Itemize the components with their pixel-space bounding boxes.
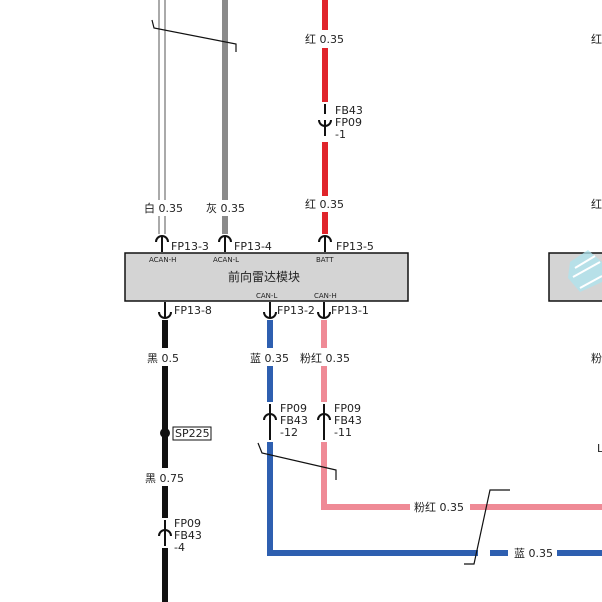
- black-connector-line-1: FP09: [174, 517, 201, 530]
- black-inline-connector: [158, 520, 172, 546]
- shield-bracket-lower-right: [464, 489, 510, 565]
- adjacent-module-fragment: [548, 250, 602, 302]
- shield-bracket-top: [151, 19, 237, 52]
- blue-connector-line-2: FB43: [280, 414, 308, 427]
- edge-label-pink: 粉: [591, 352, 602, 365]
- edge-label-l: L: [597, 442, 602, 455]
- gray-wire-label: 灰 0.35: [206, 201, 245, 215]
- black-connector-line-2: FB43: [174, 529, 202, 542]
- white-wire: [158, 0, 166, 234]
- pin-acan-h: ACAN-H: [149, 256, 176, 264]
- edge-label-red-1: 红: [591, 33, 602, 46]
- black-wire-label-2: 黑 0.75: [145, 472, 184, 485]
- splice-label: SP225: [175, 427, 210, 440]
- blue-wire-label-horizontal: 蓝 0.35: [514, 547, 553, 560]
- pink-connector-line-3: -11: [334, 426, 352, 439]
- black-connector-line-3: -4: [174, 541, 185, 554]
- pin-can-l: CAN-L: [256, 292, 277, 300]
- blue-inline-connector: [263, 404, 277, 440]
- red-connector-line-2: FP09: [335, 116, 362, 129]
- red-connector-line-3: -1: [335, 128, 346, 141]
- blue-connector-line-1: FP09: [280, 402, 307, 415]
- pink-wire-label-horizontal: 粉红 0.35: [414, 501, 464, 514]
- pink-connector-line-2: FB43: [334, 414, 362, 427]
- pink-wire: [321, 320, 602, 510]
- blue-connector-line-3: -12: [280, 426, 298, 439]
- black-wire-label-1: 黑 0.5: [147, 352, 179, 365]
- shield-bracket-lower-left: [257, 442, 337, 480]
- red-connector-line-1: FB43: [335, 104, 363, 117]
- connector-fp13-3: FP13-3: [171, 240, 209, 253]
- radar-module-box: [124, 252, 409, 302]
- blue-wire: [267, 320, 602, 556]
- pink-inline-connector: [317, 404, 331, 440]
- module-name: 前向雷达模块: [228, 269, 300, 284]
- pin-can-h: CAN-H: [314, 292, 337, 300]
- red-wire-label-top: 红 0.35: [305, 33, 344, 46]
- connector-fp13-8: FP13-8: [174, 304, 212, 317]
- red-wire-label-mid: 红 0.35: [305, 198, 344, 211]
- blue-wire-label: 蓝 0.35: [250, 352, 289, 365]
- white-wire-label: 白 0.35: [144, 201, 183, 215]
- connector-fp13-2: FP13-2: [277, 304, 315, 317]
- splice-dot: [160, 428, 170, 438]
- pink-wire-label: 粉红 0.35: [300, 352, 350, 365]
- pin-acan-l: ACAN-L: [213, 256, 239, 264]
- red-inline-connector: [318, 104, 332, 136]
- pin-batt: BATT: [316, 256, 334, 264]
- connector-fp13-1: FP13-1: [331, 304, 369, 317]
- pink-connector-line-1: FP09: [334, 402, 361, 415]
- edge-label-red-2: 红: [591, 198, 602, 211]
- connector-fp13-4: FP13-4: [234, 240, 272, 253]
- connector-fp13-5: FP13-5: [336, 240, 374, 253]
- top-connector-symbols: [155, 235, 332, 252]
- bottom-connector-symbols: [158, 302, 331, 319]
- splice-label-box: [172, 426, 212, 441]
